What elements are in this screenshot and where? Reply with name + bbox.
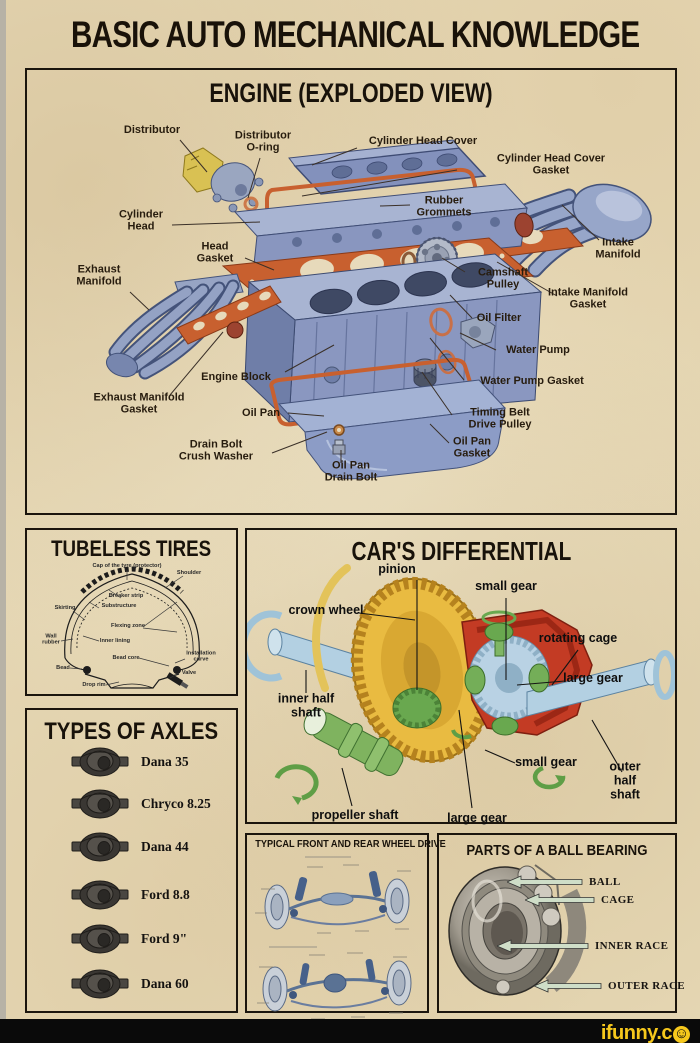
tire-part-label: Installation curve (186, 650, 216, 663)
tire-part-label: Flexing zone (111, 622, 145, 629)
tire-part-label: Skirting (54, 604, 76, 611)
left-arrow-icon (497, 939, 589, 953)
bearing-callout-cage: CAGE (525, 893, 634, 907)
engine-part-label: Rubber Grommets (416, 194, 472, 219)
axle-housing-icon (71, 789, 129, 819)
wheel-drive-panel: TYPICAL FRONT AND REAR WHEEL DRIVE (245, 833, 446, 1026)
differential-part-label: pinion (378, 562, 416, 577)
bearing-label-ball: BALL (589, 876, 621, 888)
engine-part-label: Cylinder Head Cover Gasket (496, 152, 606, 177)
axles-panel-title: TYPES OF AXLES (44, 718, 219, 745)
photo-edge (0, 0, 6, 1043)
engine-part-label: Cylinder Head (118, 208, 164, 233)
tubeless-tires-panel: TUBELESS TIRES (25, 528, 238, 696)
engine-exploded-illustration (106, 139, 652, 480)
engine-panel-title: ENGINE (EXPLODED VIEW) (209, 78, 493, 108)
bearing-callout-outer-race: OUTER RACE (534, 979, 685, 993)
engine-part-label: Exhaust Manifold (76, 263, 122, 288)
watermark-bar: ifunny.c☺ (0, 1019, 700, 1043)
axle-item: Dana 35 (27, 742, 236, 782)
bearing-panel-title: PARTS OF A BALL BEARING (466, 842, 648, 859)
tire-part-label: Valve (181, 669, 197, 676)
ifunny-brand: ifunny.c (600, 1021, 673, 1043)
bearing-label-outer-race: OUTER RACE (608, 980, 686, 992)
ball-bearing-panel: PARTS OF A BALL BEARING BALL (437, 833, 685, 1013)
differential-part-label: outer half shaft (609, 759, 641, 801)
axle-housing-icon (71, 832, 129, 862)
page-title: BASIC AUTO MECHANICAL KNOWLEDGE (71, 14, 640, 55)
differential-illustration (247, 564, 675, 809)
tire-part-label: Shoulder (176, 569, 202, 576)
engine-part-label: Intake Manifold (595, 236, 641, 261)
engine-leader-lines (129, 139, 600, 463)
engine-part-label: Camshaft Pulley (477, 266, 529, 291)
tire-part-label: Breaker strip (108, 592, 144, 599)
bearing-callout-ball: BALL (507, 875, 621, 889)
axle-housing-icon (71, 880, 129, 910)
engine-part-label: Oil Filter (476, 311, 522, 324)
engine-part-label: Drain Bolt Crush Washer (178, 438, 254, 463)
axle-item: Ford 8.8 (27, 875, 236, 915)
engine-part-label: Oil Pan Drain Bolt (324, 459, 378, 484)
bearing-label-inner-race: INNER RACE (595, 940, 669, 952)
tire-part-label: Wall rubber (42, 633, 60, 646)
engine-part-label: Oil Pan (242, 406, 280, 419)
bearing-callout-inner-race: INNER RACE (497, 939, 668, 953)
differential-panel-title: CAR'S DIFFERENTIAL (351, 536, 571, 566)
axle-item-label: Chryco 8.25 (141, 796, 211, 811)
tire-part-label: Drop rim (82, 681, 106, 688)
axle-item-label: Dana 35 (141, 754, 189, 769)
axle-types-panel: TYPES OF AXLES Dana 35 Chryco 8.25 (25, 708, 238, 1013)
left-arrow-icon (507, 875, 583, 889)
left-arrow-icon (534, 979, 602, 993)
engine-part-label: Water Pump (506, 343, 570, 356)
axle-item-label: Ford 8.8 (141, 887, 190, 902)
differential-part-label: rotating cage (538, 631, 618, 646)
engine-part-label: Timing Belt Drive Pulley (468, 406, 532, 431)
tire-part-label: Inner lining (99, 637, 131, 644)
bearing-label-cage: CAGE (601, 894, 635, 906)
tires-panel-title: TUBELESS TIRES (51, 536, 212, 561)
wheel-drive-panel-title: TYPICAL FRONT AND REAR WHEEL DRIVE (255, 839, 446, 850)
axle-item-label: Dana 60 (141, 976, 189, 991)
differential-panel: CAR'S DIFFERENTIAL (245, 528, 677, 826)
differential-part-label: large gear (563, 671, 623, 686)
tire-leader-lines (60, 570, 186, 686)
differential-part-label: crown wheel (288, 603, 364, 618)
differential-part-label: inner half shaft (277, 691, 335, 719)
axle-housing-icon (71, 969, 129, 999)
axle-item: Dana 60 (27, 964, 236, 1004)
tire-part-label: Substructure (101, 602, 137, 609)
engine-part-label: Engine Block (201, 370, 271, 383)
engine-part-label: Distributor (123, 123, 181, 136)
engine-part-label: Intake Manifold Gasket (547, 286, 629, 311)
axle-housing-icon (71, 747, 129, 777)
differential-part-label: small gear (475, 579, 537, 594)
axle-housing-icon (71, 924, 129, 954)
tire-cross-section-illustration (60, 566, 200, 689)
differential-part-label: propeller shaft (311, 808, 399, 823)
tire-part-label: Bead (56, 664, 70, 671)
differential-part-label: large gear (447, 811, 507, 826)
left-arrow-icon (525, 893, 595, 907)
axle-item-label: Dana 44 (141, 839, 189, 854)
axle-item-label: Ford 9" (141, 931, 188, 946)
engine-part-label: Head Gasket (196, 240, 234, 265)
axle-item: Dana 44 (27, 827, 236, 867)
engine-part-label: Distributor O-ring (234, 129, 292, 154)
tire-part-label: Bead core (112, 654, 140, 661)
wheel-drive-illustration (255, 856, 412, 1026)
differential-leader-lines (305, 580, 623, 809)
differential-part-label: small gear (515, 755, 577, 770)
engine-part-label: Exhaust Manifold Gasket (93, 391, 185, 416)
engine-exploded-panel: ENGINE (EXPLODED VIEW) (25, 68, 677, 515)
engine-part-label: Water Pump Gasket (480, 374, 584, 387)
axle-item: Ford 9" (27, 919, 236, 959)
axle-item: Chryco 8.25 (27, 784, 236, 824)
engine-part-label: Cylinder Head Cover (368, 134, 478, 147)
engine-part-label: Oil Pan Gasket (453, 435, 491, 460)
tire-part-label: Cap of the tyre (protector) (92, 562, 162, 569)
smiley-icon: ☺ (673, 1024, 690, 1043)
